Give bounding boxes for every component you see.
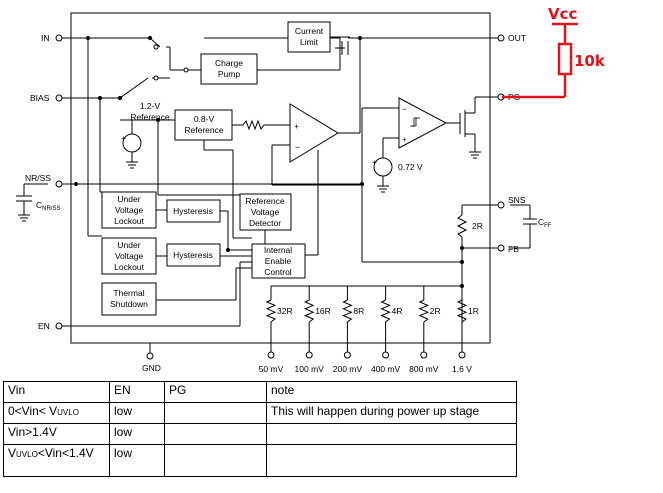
fb-resistor-label: 2R bbox=[472, 221, 483, 231]
header-note: note bbox=[266, 381, 517, 403]
cell-vin: VUVLO<Vin<1.4V bbox=[3, 444, 110, 477]
table-row: 0<Vin< VUVLO low This will happen during… bbox=[3, 402, 517, 424]
cell-pg bbox=[164, 423, 267, 445]
ladder-resistor-label: 2R bbox=[430, 306, 441, 316]
table-row: VUVLO<Vin<1.4V low bbox=[3, 444, 517, 477]
ladder-tap bbox=[458, 351, 466, 359]
resistor-annotation-label: 10k bbox=[574, 52, 606, 70]
ladder-resistor-label: 16R bbox=[315, 306, 331, 316]
ladder-tap bbox=[420, 351, 428, 359]
pin-in bbox=[55, 34, 63, 42]
ladder-resistor bbox=[418, 299, 430, 323]
cell-vin: 0<Vin< VUVLO bbox=[3, 402, 110, 424]
ladder-resistor bbox=[342, 299, 353, 323]
src12-plus-sign: + bbox=[121, 133, 126, 143]
pin-sns-label: SNS bbox=[508, 195, 526, 205]
ladder-voltage-label: 1.6 V bbox=[452, 364, 472, 374]
ladder-resistor bbox=[303, 299, 315, 323]
hysteresis-1-label: Hysteresis bbox=[173, 206, 213, 216]
pin-bias bbox=[55, 94, 63, 102]
pin-out-label: OUT bbox=[508, 33, 526, 43]
ladder-tap bbox=[267, 351, 275, 359]
pullup-annotation bbox=[502, 22, 578, 99]
comparator-ref-label: 0.72 V bbox=[398, 162, 423, 172]
pin-fb-label: FB bbox=[508, 244, 519, 254]
pin-en-label: EN bbox=[38, 321, 50, 331]
cell-en: low bbox=[109, 444, 165, 477]
table-row: Vin>1.4V low bbox=[3, 423, 517, 445]
ladder-voltage-label: 800 mV bbox=[409, 364, 439, 374]
cell-vin: Vin>1.4V bbox=[3, 423, 110, 445]
amp-plus-sign: + bbox=[294, 121, 299, 131]
ladder-voltage-label: 100 mV bbox=[295, 364, 325, 374]
ladder-resistor bbox=[456, 299, 468, 323]
cell-en: low bbox=[109, 423, 165, 445]
ldo-block-diagram: IN BIAS NR/SS EN OUT PG SNS FB GND CNR/S… bbox=[16, 5, 606, 374]
pin-nr-ss bbox=[55, 180, 63, 188]
ladder-resistor-label: 32R bbox=[277, 306, 293, 316]
amp-minus-sign: − bbox=[295, 142, 300, 152]
src-plus-sign: + bbox=[372, 157, 377, 167]
cell-note bbox=[266, 423, 517, 445]
pin-gnd bbox=[146, 352, 154, 360]
pin-out bbox=[497, 34, 505, 42]
header-pg: PG bbox=[164, 381, 267, 403]
ladder-tap bbox=[343, 351, 351, 359]
ladder-resistor-label: 1R bbox=[468, 306, 479, 316]
ladder-resistor bbox=[380, 299, 391, 323]
ladder-voltage-label: 50 mV bbox=[259, 364, 284, 374]
pin-sns bbox=[497, 201, 505, 209]
pin-fb bbox=[497, 244, 505, 252]
comp-minus-sign: + bbox=[402, 134, 407, 144]
cell-en: low bbox=[109, 402, 165, 424]
ladder-voltage-label: 200 mV bbox=[333, 364, 363, 374]
cell-note bbox=[266, 444, 517, 477]
table-header-row: Vin EN PG note bbox=[3, 381, 517, 403]
pin-in-label: IN bbox=[41, 33, 50, 43]
ladder-resistor-label: 4R bbox=[392, 306, 403, 316]
ic-package-outline bbox=[70, 12, 491, 344]
vcc-annotation-label: Vcc bbox=[548, 5, 577, 23]
ladder-voltage-label: 400 mV bbox=[371, 364, 401, 374]
cap-nr-ss-label: CNR/SS bbox=[36, 200, 60, 212]
ladder-resistor-label: 8R bbox=[353, 306, 364, 316]
ladder-resistor bbox=[265, 299, 277, 323]
hysteresis-2-label: Hysteresis bbox=[173, 250, 213, 260]
cell-pg bbox=[164, 402, 267, 424]
cell-note: This will happen during power up stage bbox=[266, 402, 517, 424]
cap-ff-label: CFF bbox=[538, 217, 552, 229]
header-vin: Vin bbox=[3, 381, 110, 403]
pin-en bbox=[55, 322, 63, 330]
comp-plus-sign: − bbox=[402, 104, 407, 114]
ladder-tap bbox=[305, 351, 313, 359]
ladder-tap bbox=[382, 351, 390, 359]
cell-pg bbox=[164, 444, 267, 477]
pin-bias-label: BIAS bbox=[30, 93, 50, 103]
pin-gnd-label: GND bbox=[142, 363, 161, 373]
pin-nr-ss-label: NR/SS bbox=[25, 173, 51, 183]
state-table: Vin EN PG note 0<Vin< VUVLO low This wil… bbox=[3, 381, 517, 477]
header-en: EN bbox=[109, 381, 165, 403]
